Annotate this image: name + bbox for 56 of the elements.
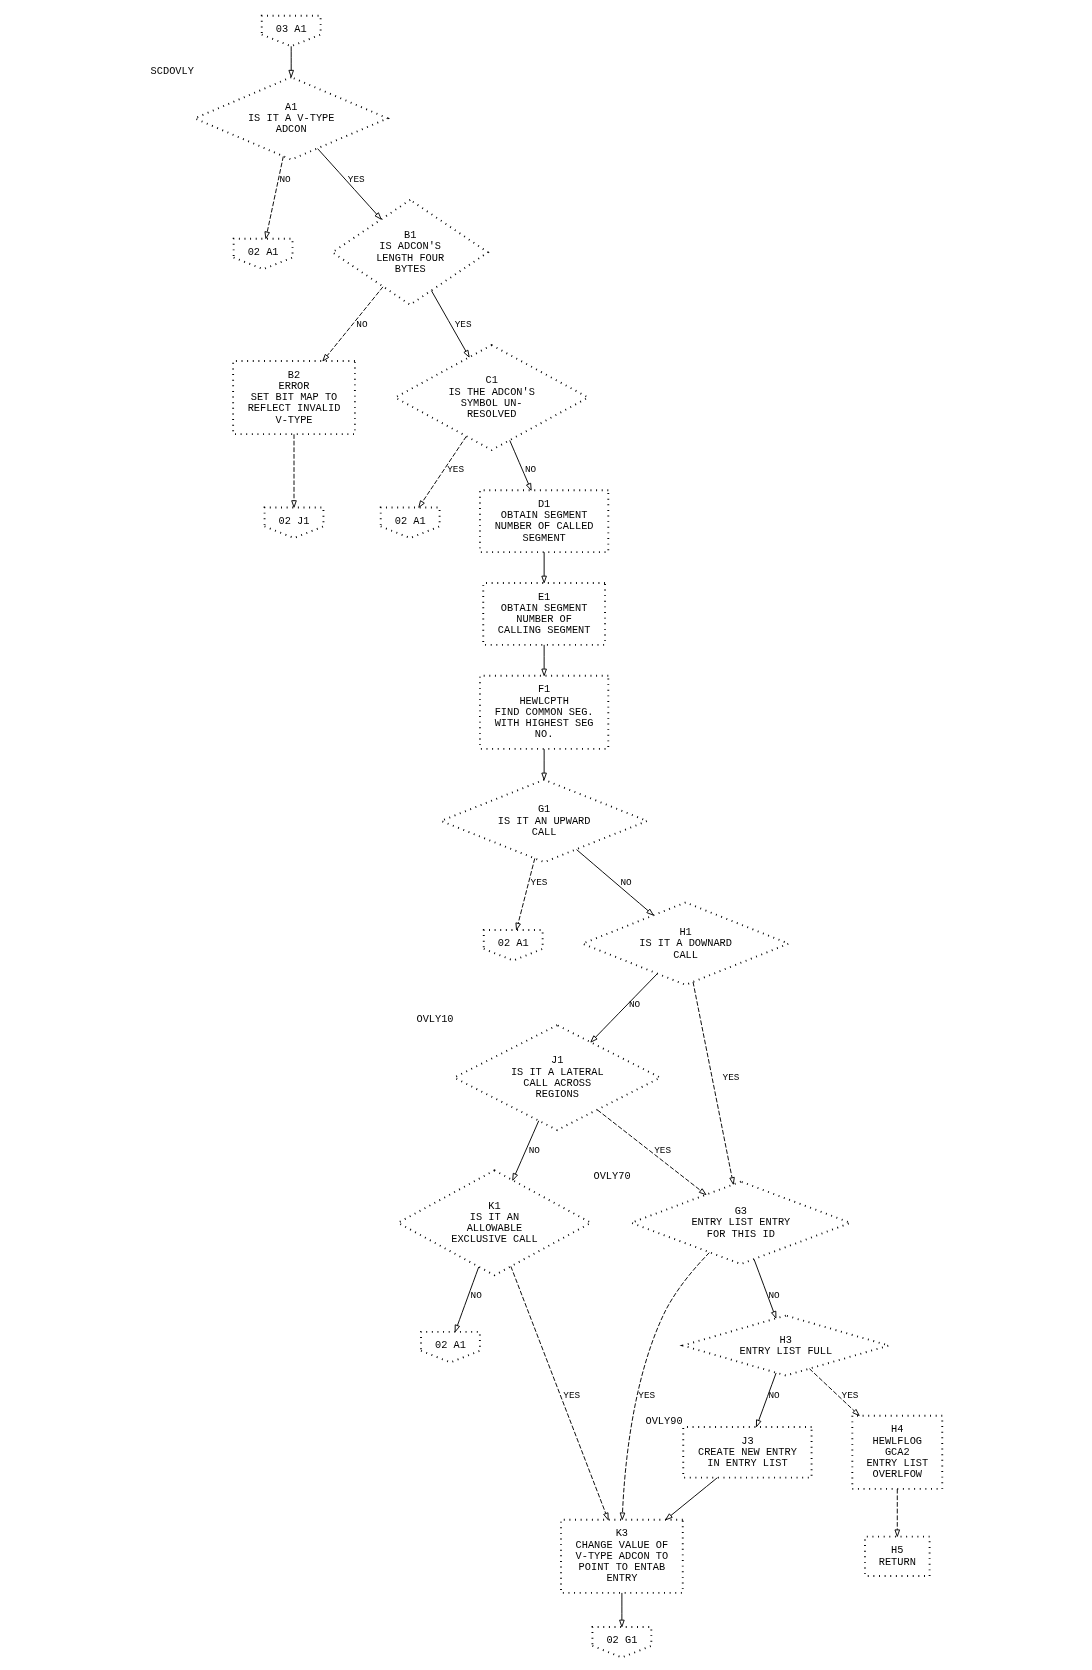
node-label: OVLY10: [416, 1013, 454, 1026]
arrow: [418, 435, 467, 508]
edge-label: NO: [528, 1144, 540, 1156]
arrow: [512, 1120, 540, 1181]
node-label: OVLY90: [645, 1415, 683, 1428]
arrow: [541, 748, 547, 781]
edge-label: YES: [447, 464, 465, 476]
edge-label: YES: [638, 1390, 656, 1401]
arrow: [510, 1265, 609, 1521]
arrow: [619, 1592, 625, 1628]
edge-label: YES: [841, 1390, 859, 1401]
edge-label: NO: [768, 1390, 780, 1401]
arrow: [317, 148, 382, 220]
arrow: [576, 849, 654, 916]
arrow: [541, 551, 547, 584]
node-box: K3 CHANGE VALUE OF V-TYPE ADCON TO POINT TO ENTAB ENTRY: [560, 1518, 684, 1594]
arrow: [692, 981, 735, 1185]
edge-label: YES: [454, 319, 472, 331]
arrow: [288, 45, 294, 78]
node-box: H4 HEWLFLOG GCA2 ENTRY LIST OVERLFOW: [851, 1414, 944, 1490]
edge-label: NO: [279, 174, 291, 186]
arrow: [809, 1368, 860, 1416]
arrow: [322, 286, 384, 362]
edge-label: NO: [470, 1289, 482, 1301]
edge-label: NO: [356, 319, 368, 331]
arrow: [454, 1266, 480, 1333]
arrow: [430, 290, 470, 358]
edge-label: NO: [768, 1289, 780, 1301]
edge-label: YES: [563, 1390, 581, 1401]
node-label: OVLY70: [593, 1169, 631, 1182]
node-box: H5 RETURN: [864, 1535, 931, 1577]
edge-label: YES: [722, 1071, 740, 1083]
node-box: F1 HEWLCPTH FIND COMMON SEG. WITH HIGHEST SEG NO.: [479, 674, 610, 750]
arrow: [590, 973, 658, 1043]
edge-label: YES: [530, 876, 548, 888]
edge-label: NO: [628, 999, 641, 1011]
node-box: J3 CREATE NEW ENTRY IN ENTRY LIST: [682, 1426, 813, 1479]
arrow: [894, 1488, 901, 1537]
arrow: [597, 1109, 707, 1196]
edge-label: YES: [347, 174, 365, 186]
arrow: [665, 1477, 718, 1521]
arrow: [541, 644, 547, 677]
arrow: [264, 156, 284, 239]
node-box: D1 OBTAIN SEGMENT NUMBER OF CALLED SEGMENT: [479, 489, 610, 554]
arrow: [515, 858, 536, 931]
arrow: [509, 439, 532, 491]
node-box: B2 ERROR SET BIT MAP TO REFLECT INVALID V-TYPE: [232, 360, 356, 435]
node-label: SCDOVLY: [150, 65, 194, 78]
edge-label: YES: [654, 1144, 672, 1156]
edge-label: NO: [524, 464, 537, 476]
arrow: [753, 1258, 777, 1319]
arrow: [619, 1252, 710, 1520]
arrow: [755, 1372, 777, 1428]
edge-label: NO: [620, 876, 632, 888]
node-box: E1 OBTAIN SEGMENT NUMBER OF CALLING SEGMENT: [482, 582, 606, 646]
arrow: [291, 433, 297, 508]
